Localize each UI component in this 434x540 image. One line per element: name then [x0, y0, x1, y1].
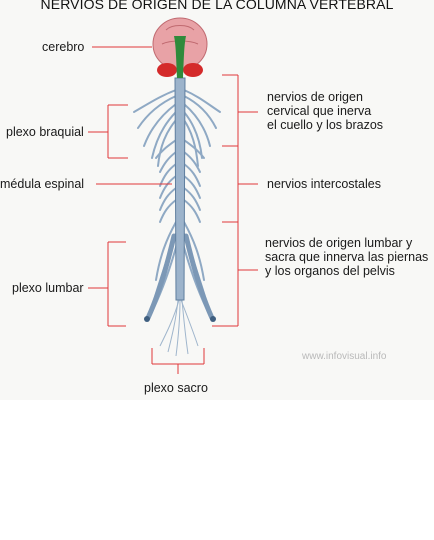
label-medula-espinal: médula espinal — [0, 177, 85, 191]
label-intercostales: nervios intercostales — [267, 177, 381, 191]
label-cervical-line-2: cervical que inerva — [267, 104, 372, 118]
label-cervical-line-3: el cuello y los brazos — [267, 118, 384, 132]
diagram-title: NERVIOS DE ORIGEN DE LA COLUMNA VERTEBRA… — [40, 0, 394, 12]
brain-illustration — [152, 17, 208, 78]
right-nerve-end — [210, 316, 216, 322]
label-plexo-braquial: plexo braquial — [6, 125, 84, 139]
lumbar-trunks — [145, 233, 215, 321]
watermark: www.infovisual.info — [302, 351, 387, 362]
diagram-art — [88, 17, 258, 374]
spinal-cord — [174, 77, 186, 301]
left-nerve-end — [144, 316, 150, 322]
label-lumbar-line-1: nervios de origen lumbar y — [265, 236, 413, 250]
sacral-fibers — [159, 299, 199, 357]
label-cerebro: cerebro — [42, 40, 85, 54]
label-lumbar-line-3: y los organos del pelvis — [265, 264, 395, 278]
label-lumbar-line-2: sacra que innerva las piernas — [265, 250, 429, 264]
label-plexo-sacro: plexo sacro — [144, 381, 208, 395]
label-plexo-lumbar: plexo lumbar — [12, 281, 84, 295]
leader-lines — [88, 46, 258, 374]
label-cervical-line-1: nervios de origen — [267, 90, 363, 104]
spinal-nerves-diagram: NERVIOS DE ORIGEN DE LA COLUMNA VERTEBRA… — [0, 0, 429, 395]
